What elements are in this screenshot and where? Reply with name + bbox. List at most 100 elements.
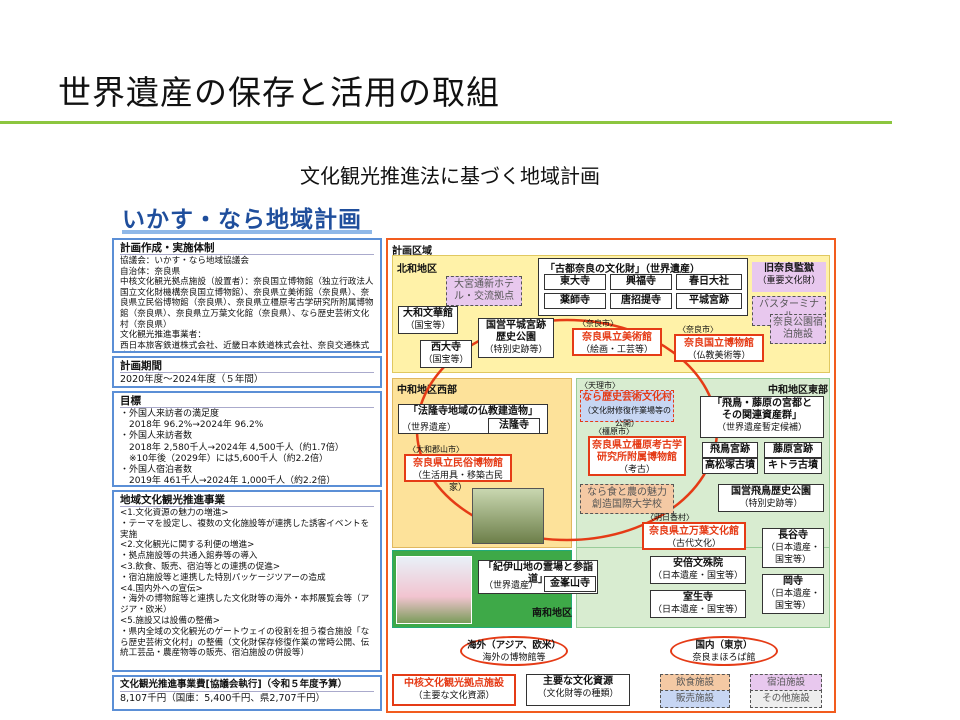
overseas-name: 海外（アジア、欧米）	[467, 640, 561, 651]
title-rule	[0, 121, 892, 124]
minzoku-museum-name: 奈良県立民俗博物館	[413, 458, 503, 469]
legend-main: 主要な文化資源 （文化財等の種類）	[526, 674, 630, 706]
asuka-title2: その関連資産群」	[722, 410, 802, 421]
projects-body: <1.文化資源の魅力の増進> ・テーマを設定し、複数の文化施設等が連携した誘客イ…	[120, 508, 370, 659]
period-panel: 計画期間 2020年度～2024年度（５年間）	[112, 356, 382, 388]
domestic: 国内（東京） 奈良まほろば館	[670, 636, 778, 666]
bijutsu-city: 〈奈良市〉	[578, 319, 618, 328]
projects-heading: 地域文化観光推進事業	[120, 494, 374, 507]
yamato-bunkakan-type: （国宝等）	[405, 321, 451, 331]
hasedera-type: （日本遺産・国宝等）	[765, 543, 820, 565]
kashihara-museum-name1: 奈良県立橿原考古学	[592, 440, 682, 451]
fujiwara-palace: 藤原宮跡	[764, 442, 822, 458]
budget-panel: 文化観光推進事業費[協議会執行]（令和５年度予算） 8,107千円（国庫：5,4…	[112, 675, 382, 711]
abemonju: 安倍文殊院 （日本遺産・国宝等）	[650, 556, 746, 584]
koto-yakushiji: 薬師寺	[544, 293, 606, 309]
manyo-museum-type: （古代文化）	[666, 539, 721, 549]
zone-south-label: 南和地区	[532, 608, 572, 619]
koto-todaiji: 東大寺	[544, 274, 606, 290]
omiya-hotel: 大宮通新ホテル・交流拠点	[446, 276, 522, 306]
asuka-type: （世界遺産暫定候補）	[716, 423, 807, 433]
food-agri-school-name2: 創造国際大学校	[592, 499, 662, 510]
kyu-nara-prison: 旧奈良監獄 （重要文化財）	[752, 262, 826, 292]
muroji-name: 室生寺	[683, 592, 713, 603]
muroji: 室生寺 （日本遺産・国宝等）	[650, 590, 746, 618]
heijo-park: 国営平城宮跡 歴史公園 （特別史跡等）	[478, 318, 554, 358]
overseas: 海外（アジア、欧米） 海外の博物館等	[460, 636, 568, 666]
structure-body: 協議会：いかす・なら地域協議会 自治体：奈良県 中核文化観光拠点施設（設置者）：…	[120, 256, 374, 351]
zone-north-label: 北和地区	[397, 264, 437, 275]
asuka-title1: 「飛鳥・藤原の宮都と	[712, 398, 812, 409]
yamato-bunkakan-name: 大和文華館	[403, 308, 453, 319]
asuka-palace: 飛鳥宮跡	[702, 442, 758, 458]
asuka-park-type: （特別史跡等）	[739, 499, 803, 509]
plan-title-underline	[122, 230, 372, 234]
muroji-type: （日本遺産・国宝等）	[653, 605, 744, 615]
plan-area-label: 計画区域	[392, 246, 432, 257]
heijo-park-type: （特別史跡等）	[484, 345, 548, 355]
hasedera-name: 長谷寺	[778, 530, 808, 541]
kashihara-museum[interactable]: 奈良県立橿原考古学 研究所附属博物館 （考古）	[588, 436, 686, 476]
budget-heading: 文化観光推進事業費[協議会執行]（令和５年度予算）	[120, 679, 374, 692]
minzoku-museum-type: （生活用具・移築古民家）	[412, 471, 503, 493]
period-body: 2020年度～2024年度（５年間）	[120, 374, 264, 385]
nara-national-museum-type: （仏教美術等）	[687, 351, 751, 361]
bunkamura-city: 〈天理市〉	[580, 381, 620, 390]
legend-core: 中核文化観光拠点施設 （主要な文化資源）	[392, 674, 516, 706]
legend-other: その他施設	[750, 690, 822, 708]
zone-northeast-label: 中和地区東部	[768, 385, 828, 396]
koto-kasuga: 春日大社	[676, 274, 742, 290]
goals-panel: 目標 ・外国人来訪者の満足度 2018年 96.2%→2024年 96.2% ・…	[112, 391, 382, 487]
nara-art-museum[interactable]: 奈良県立美術館 （絵画・工芸等）	[572, 328, 662, 356]
saidaiji-name: 西大寺	[431, 342, 461, 353]
koto-title: 「古都奈良の文化財」（世界遺産）	[545, 264, 700, 275]
overseas-type: 海外の博物館等	[482, 653, 546, 663]
kyu-nara-prison-name: 旧奈良監獄	[764, 263, 814, 274]
koto-heijokyu: 平城宮跡	[676, 293, 742, 309]
horyuji-title: 「法隆寺地域の仏教建造物」	[408, 406, 538, 417]
goals-body: ・外国人来訪者の満足度 2018年 96.2%→2024年 96.2% ・外国人…	[120, 409, 344, 487]
kii-title: 「紀伊山地の霊場と参詣道」	[483, 562, 593, 585]
yoshino-photo	[396, 556, 472, 624]
kinpusenji: 金峯山寺	[544, 576, 596, 592]
yamato-bunkakan: 大和文華館 （国宝等）	[398, 306, 458, 334]
hasedera: 長谷寺 （日本遺産・国宝等）	[762, 528, 824, 568]
bunkamura-name: なら歴史芸術文化村	[582, 392, 672, 403]
kashihara-museum-name2: 研究所附属博物館	[597, 452, 677, 463]
asuka-park-name: 国営飛鳥歴史公園	[731, 486, 811, 497]
legend-main-name: 主要な文化資源	[543, 676, 613, 687]
asuka-group: 「飛鳥・藤原の宮都と その関連資産群」 （世界遺産暫定候補）	[700, 396, 824, 438]
bunkamura-type: （文化財修復作業場等の公開）	[583, 406, 671, 428]
abemonju-name: 安倍文殊院	[673, 558, 723, 569]
legend-core-name: 中核文化観光拠点施設	[404, 678, 504, 689]
domestic-type: 奈良まほろば館	[692, 653, 756, 663]
okadera-type: （日本遺産・国宝等）	[765, 589, 820, 611]
nara-art-museum-type: （絵画・工芸等）	[580, 345, 653, 355]
budget-body: 8,107千円（国庫：5,400千円、県2,707千円）	[120, 693, 326, 704]
nara-national-museum[interactable]: 奈良国立博物館 （仏教美術等）	[674, 334, 764, 362]
page-title: 世界遺産の保存と活用の取組	[58, 73, 500, 112]
manyo-museum[interactable]: 奈良県立万葉文化館 （古代文化）	[642, 522, 746, 550]
kitora: キトラ古墳	[764, 458, 822, 474]
projects-panel: 地域文化観光推進事業 <1.文化資源の魅力の増進> ・テーマを設定し、複数の文化…	[112, 490, 382, 672]
okadera: 岡寺 （日本遺産・国宝等）	[762, 574, 824, 614]
heijo-park-name1: 国営平城宮跡	[486, 320, 546, 331]
minzoku-museum[interactable]: 奈良県立民俗博物館 （生活用具・移築古民家）	[404, 454, 512, 493]
goals-heading: 目標	[120, 395, 374, 408]
horyuji: 法隆寺	[488, 418, 540, 434]
minka-photo	[472, 488, 544, 544]
saidaiji: 西大寺 （国宝等）	[420, 340, 472, 368]
okadera-name: 岡寺	[783, 576, 803, 587]
bunkamura[interactable]: なら歴史芸術文化村 （文化財修復作業場等の公開）	[580, 390, 674, 428]
minzoku-city: 〈大和郡山市〉	[408, 445, 464, 454]
legend-sales: 販売施設	[660, 690, 730, 708]
horyuji-type: （世界遺産）	[402, 423, 457, 433]
nara-national-museum-name: 奈良国立博物館	[684, 338, 754, 349]
period-heading: 計画期間	[120, 360, 374, 373]
kashihara-museum-type: （考古）	[618, 465, 655, 475]
structure-panel: 計画作成・実施体制 協議会：いかす・なら地域協議会 自治体：奈良県 中核文化観光…	[112, 238, 382, 353]
heijo-park-name2: 歴史公園	[496, 332, 536, 343]
kyu-nara-prison-type: （重要文化財）	[757, 276, 821, 286]
page-subtitle: 文化観光推進法に基づく地域計画	[300, 164, 600, 188]
kii-type: （世界遺産）	[484, 581, 539, 591]
